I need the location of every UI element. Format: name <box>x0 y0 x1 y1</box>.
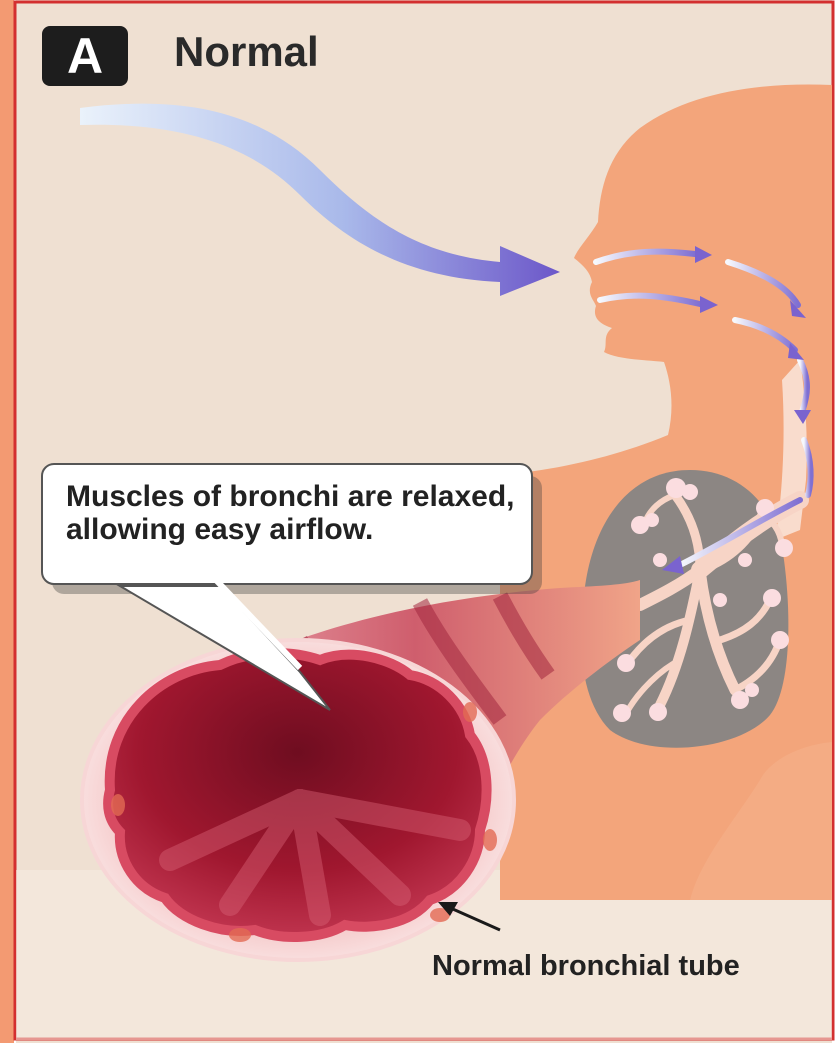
bronchial-tube-label: Normal bronchial tube <box>432 950 772 983</box>
panel-letter-badge: A <box>42 26 128 86</box>
callout-text: Muscles of bronchi are relaxed, allowing… <box>66 480 526 546</box>
panel-title: Normal <box>174 28 319 76</box>
adjacent-panel-edge <box>0 0 14 1043</box>
